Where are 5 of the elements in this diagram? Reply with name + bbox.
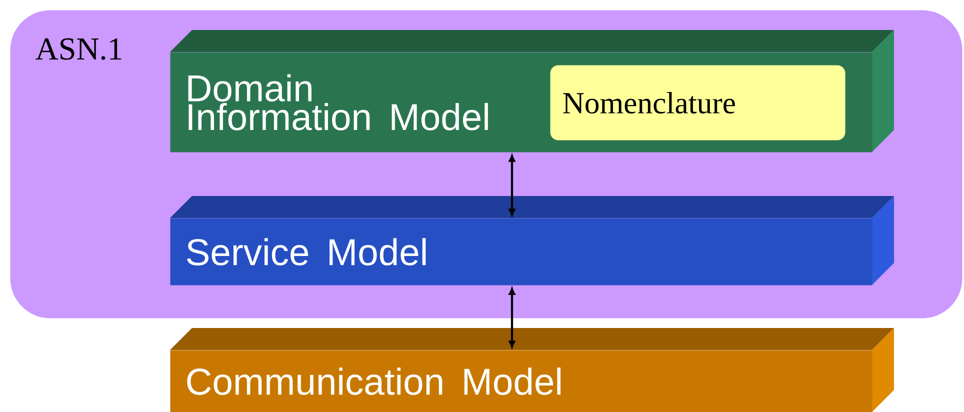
arrow xyxy=(508,288,516,348)
label-box: Nomenclature xyxy=(550,65,846,140)
layer-block: Service Model xyxy=(170,196,894,286)
arrow xyxy=(508,155,516,216)
layer-block: Communication Model xyxy=(170,328,894,412)
